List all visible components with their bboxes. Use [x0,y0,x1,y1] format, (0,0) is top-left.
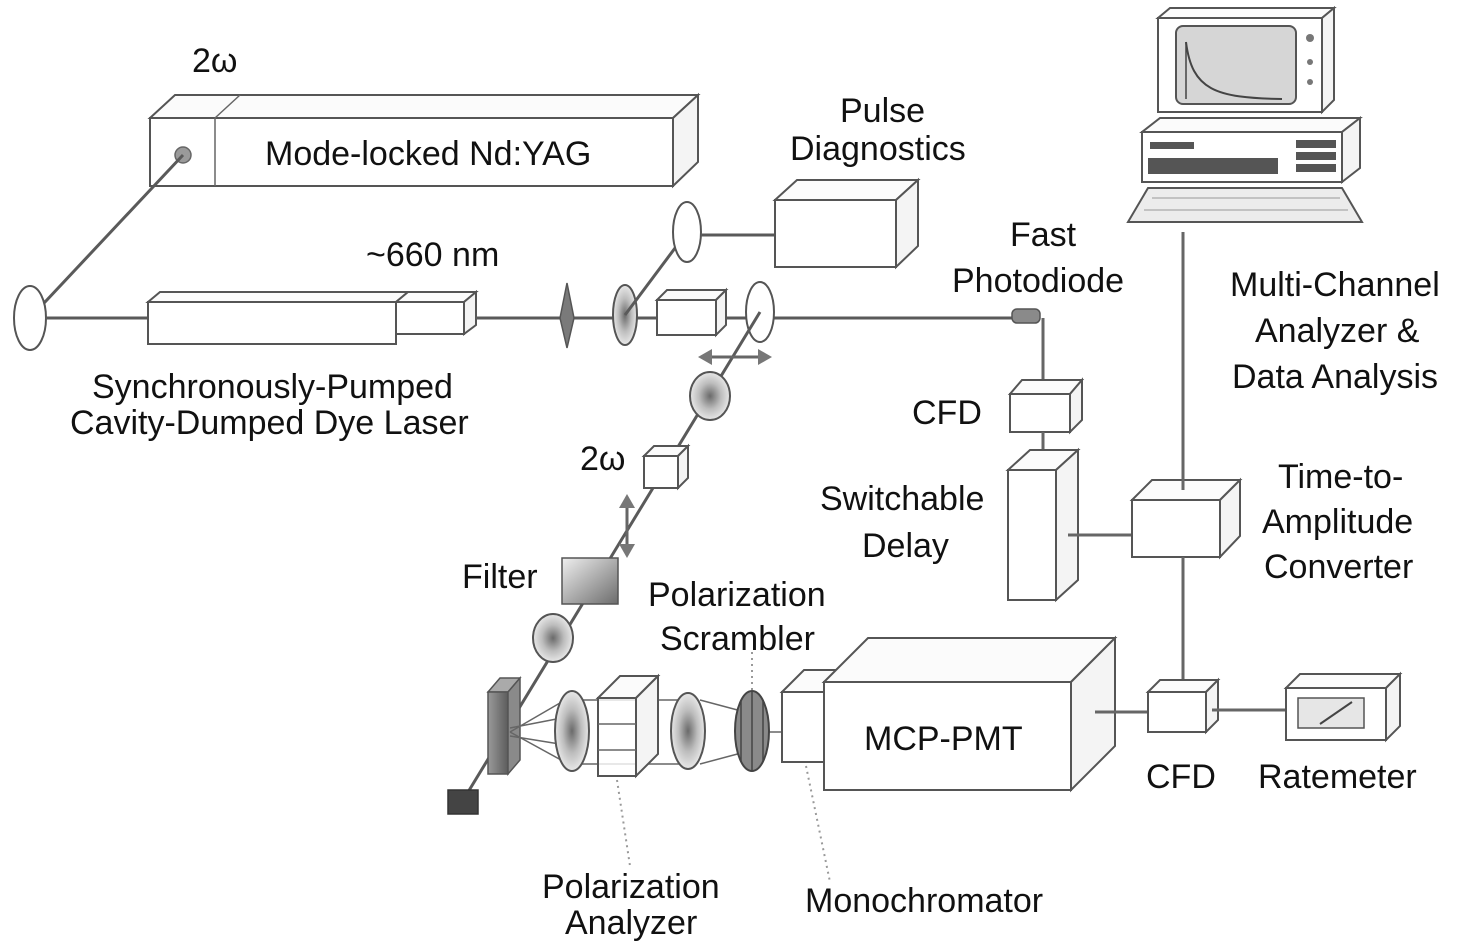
ratemeter-dial [1297,697,1365,729]
sample-cuvette [487,691,509,775]
nd-yag-laser: Mode-locked Nd:YAG [147,92,701,189]
polarization-analyzer [595,673,661,779]
delay-label-line2: Delay [862,527,949,565]
drive-slot [1148,158,1278,174]
pickoff-mirror [672,201,702,263]
decay-curve [1185,41,1283,100]
beam-cube [654,287,729,338]
analyzer-label-line2: Analyzer [565,904,697,942]
tac-box [1129,477,1243,560]
monochromator-label: Monochromator [805,882,1043,920]
pulse-diagnostics-label-line2: Diagnostics [790,130,966,168]
beam-dump [447,789,479,815]
mca-label-line1: Multi-Channel [1230,266,1440,304]
dye-laser-label-line2: Cavity-Dumped Dye Laser [70,404,469,442]
cfd-top-label: CFD [912,394,982,432]
disk-drive [1150,142,1194,149]
mcp-pmt [821,635,1118,793]
cfd-bottom-box [1145,677,1221,735]
scrambler-label-line1: Polarization [648,576,826,614]
mca-label-line2: Analyzer & [1255,312,1420,350]
sample-lens [532,613,574,663]
collection-lens [554,690,590,772]
wavelength-label: ~660 nm [366,236,499,274]
ratemeter-label: Ratemeter [1258,758,1417,796]
tac-label-line1: Time-to- [1278,458,1403,496]
cfd-top-box [1007,377,1085,435]
filter-label: Filter [462,558,538,596]
analyzer-label-line1: Polarization [542,868,720,906]
yag-harmonic-label: 2ω [192,42,237,80]
delay-label-line1: Switchable [820,480,984,518]
dye-laser [145,289,479,345]
mcp-pmt-label: MCP-PMT [864,720,1023,758]
aperture-marker [559,282,575,349]
fast-photodiode [1011,308,1041,324]
mca-label-line3: Data Analysis [1232,358,1438,396]
computer [1126,5,1364,223]
relay-lens [670,692,706,770]
focusing-lens [689,371,731,421]
ratemeter [1283,671,1403,743]
shg-label: 2ω [580,440,625,478]
keyboard [1126,187,1364,223]
cfd-bottom-label: CFD [1146,758,1216,796]
switchable-delay-box [1005,447,1081,603]
dye-laser-label-line1: Synchronously-Pumped [92,368,453,406]
tac-label-line2: Amplitude [1262,503,1413,541]
yag-label: Mode-locked Nd:YAG [265,135,591,173]
tac-label-line3: Converter [1264,548,1413,586]
ratemeter-needle [1319,701,1353,725]
pulse-diagnostics-label-line1: Pulse [840,92,925,130]
end-mirror [13,285,47,351]
photodiode-label-line2: Photodiode [952,262,1124,300]
filter [561,557,619,605]
pump-beam [28,153,185,320]
pulse-diagnostics-box [772,177,921,270]
monitor-screen [1175,25,1297,105]
scrambler-label-line2: Scrambler [660,620,815,658]
photodiode-label-line1: Fast [1010,216,1077,254]
shg-crystal [641,443,691,491]
